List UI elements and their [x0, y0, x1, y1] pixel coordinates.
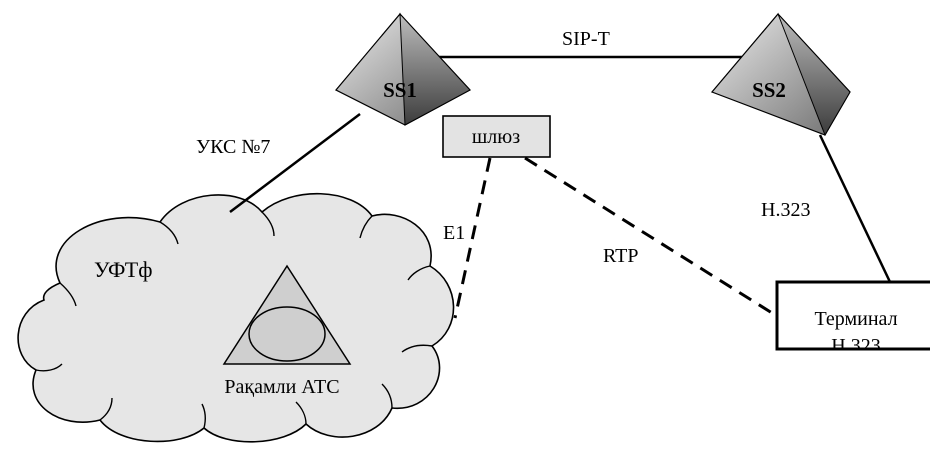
ss1-label: SS1 [383, 78, 417, 102]
pstn-cloud [17, 192, 455, 443]
exchange-ellipse [248, 306, 326, 362]
digital-exchange: Рақамли АТС [222, 264, 352, 398]
exchange-label: Рақамли АТС [224, 376, 339, 398]
link-gateway-terminal [524, 156, 781, 320]
sip-t-label: SIP-T [562, 28, 610, 50]
terminal-label-line1: Терминал [814, 308, 897, 330]
h323-link-label: Н.323 [761, 199, 810, 221]
link-gateway-network [453, 157, 492, 319]
cloud-shape [17, 192, 455, 443]
e1-label: E1 [443, 222, 465, 244]
gateway-node: шлюз [442, 115, 551, 158]
ss2-label: SS2 [752, 78, 786, 102]
ss2-softswitch: SS2 [710, 12, 851, 137]
gateway-label: шлюз [472, 126, 520, 148]
terminal-label-line2: Н.323 [831, 335, 880, 357]
terminal-node: Терминал Н.323 [775, 280, 930, 357]
ss1-softswitch: SS1 [335, 12, 471, 126]
link-ss1-network [229, 113, 361, 213]
network-label: УФТф [94, 257, 152, 282]
rtp-label: RTP [603, 245, 638, 267]
sigtran-label: УКС №7 [196, 136, 270, 158]
link-ss2-terminal [818, 134, 892, 283]
